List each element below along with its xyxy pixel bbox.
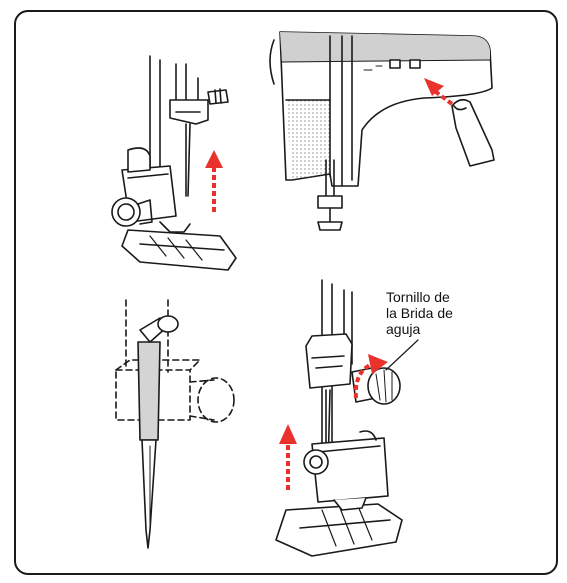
callout-line-2: la Brida de [386, 305, 453, 321]
panel-needle-detail [115, 299, 235, 549]
panel-machine-head [269, 31, 493, 231]
callout-line-3: aguja [386, 321, 421, 337]
up-arrow-icon [205, 150, 223, 212]
needle-clamp-screw-label: Tornillo de la Brida de aguja [386, 289, 496, 337]
rotate-arrow-icon [353, 354, 388, 399]
callout-line-1: Tornillo de [386, 289, 450, 305]
panel-presser-foot-top [111, 55, 237, 271]
pointing-finger-icon [451, 98, 495, 167]
diagram-frame [14, 10, 558, 575]
dotted-arrow-to-button [424, 78, 454, 106]
up-arrow-icon [279, 424, 297, 490]
panel-presser-foot-bottom [275, 279, 419, 557]
